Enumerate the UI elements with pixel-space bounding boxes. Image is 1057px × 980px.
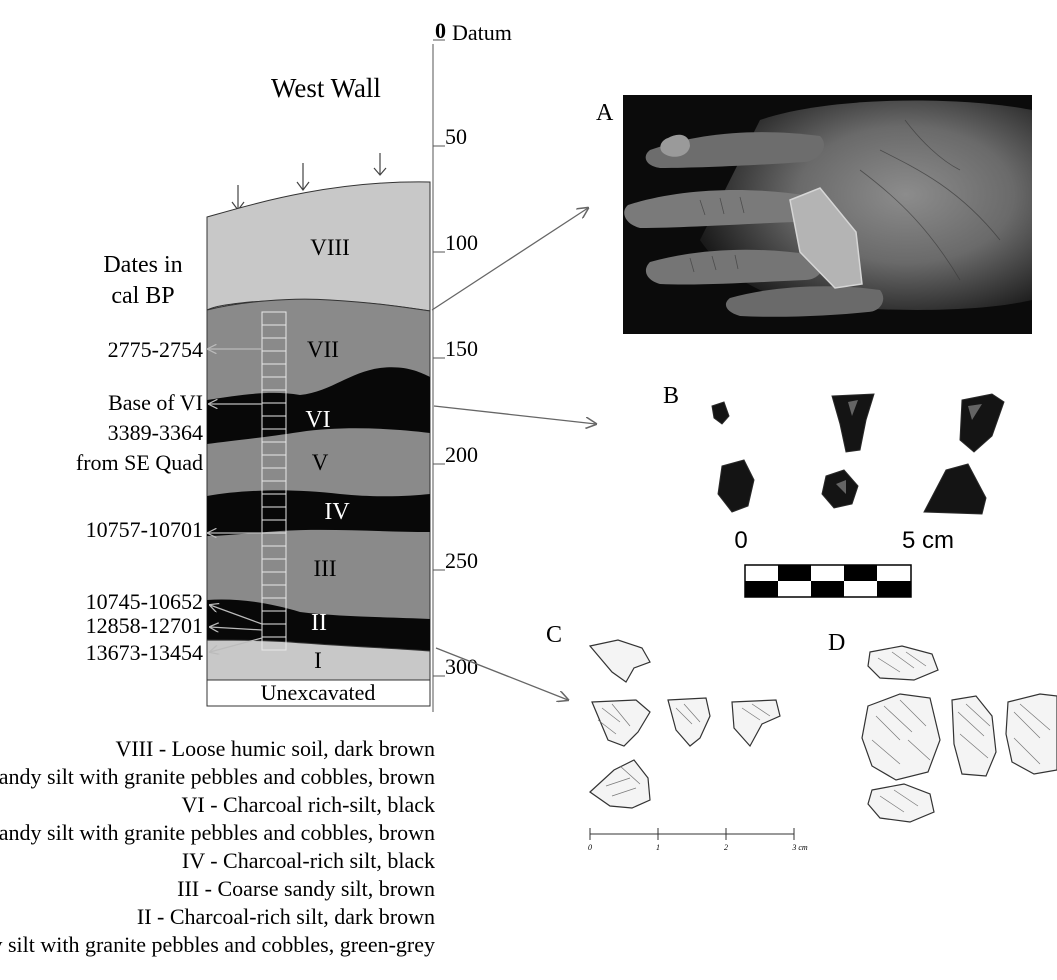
- connector-arrow-b: [433, 405, 596, 424]
- depth-tick-label: 100: [445, 230, 478, 255]
- connector-arrow-c: [435, 647, 568, 700]
- flake-drawing: [731, 699, 781, 748]
- panel-b-letter: B: [663, 383, 679, 409]
- legend-item: VIII - Loose humic soil, dark brown: [115, 736, 435, 761]
- date-pointer-arrow: [210, 637, 263, 652]
- date-label: 2775-2754: [108, 337, 203, 362]
- layer-shape-iv: [207, 490, 430, 536]
- depth-tick-label: 200: [445, 442, 478, 467]
- flake-drawings-d: [861, 645, 1057, 823]
- date-pointer-arrows: [208, 349, 263, 652]
- legend-item: III - Coarse sandy silt, brown: [177, 876, 435, 901]
- panel-c-scale-tick: 2: [724, 843, 728, 852]
- flake: [831, 393, 875, 453]
- date-label: 12858-12701: [86, 613, 203, 638]
- panel-c-scale-tick: 1: [656, 843, 660, 852]
- datum-label: Datum: [452, 20, 512, 45]
- layer-shape-vi: [207, 367, 430, 444]
- artifact-photo-in-hand: [623, 95, 1032, 334]
- date-pointer-arrow: [210, 627, 263, 630]
- obsidian-flakes: [711, 393, 1005, 515]
- legend-item: I - Sandy silt with granite pebbles and …: [0, 932, 435, 957]
- flake-drawing: [867, 783, 935, 823]
- flake: [821, 469, 859, 509]
- sample-column: [261, 311, 287, 651]
- layer-label-unexcavated: Unexcavated: [261, 680, 376, 705]
- layer-legend: VIII - Loose humic soil, dark brown VII …: [0, 736, 435, 957]
- panel-a: A: [596, 95, 1032, 334]
- flake: [717, 459, 755, 513]
- panel-c-scale: [589, 828, 795, 840]
- flake-drawing: [667, 697, 711, 747]
- layer-label-vii: VII: [307, 337, 339, 362]
- panel-d-letter: D: [828, 630, 845, 656]
- date-label: 13673-13454: [86, 640, 203, 665]
- panel-c-letter: C: [546, 622, 562, 648]
- date-label: from SE Quad: [76, 450, 203, 475]
- date-pointer-arrow: [210, 605, 263, 625]
- panel-a-letter: A: [596, 100, 614, 126]
- layer-label-viii: VIII: [310, 235, 350, 260]
- depth-tick-label: 0: [435, 18, 446, 43]
- date-label: Base of VI: [108, 390, 203, 415]
- date-label: 10757-10701: [86, 517, 203, 542]
- layer-label-iii: III: [314, 556, 337, 581]
- dates-caption-line-1: Dates in: [103, 252, 182, 278]
- legend-item: V - Sandy silt with granite pebbles and …: [0, 820, 435, 845]
- flake: [959, 393, 1005, 453]
- panel-b-scale-bar: [744, 564, 912, 598]
- layer-shape-unexcavated: [206, 679, 431, 707]
- panel-b-scale-zero: 0: [734, 527, 747, 554]
- panel-c-scale-tick: 3 cm: [791, 843, 808, 852]
- depth-tick-label: 50: [445, 124, 467, 149]
- layer-label-v: V: [312, 450, 329, 475]
- depth-tick-label: 250: [445, 548, 478, 573]
- layer-label-iv: IV: [324, 499, 350, 525]
- connector-arrows: [431, 208, 596, 700]
- surface-arrows: [231, 153, 387, 211]
- flake-drawing: [1005, 693, 1057, 775]
- flake-drawing: [591, 699, 651, 747]
- legend-item: VII - Sandy silt with granite pebbles an…: [0, 764, 435, 789]
- flake-drawing: [861, 693, 941, 781]
- flake-drawing: [951, 695, 997, 777]
- flake-drawings-c: [588, 639, 781, 809]
- panel-c-scale-tick: 0: [588, 843, 592, 852]
- panel-b-scale-five-cm: 5 cm: [902, 527, 954, 554]
- stratigraphic-section: West Wall VIII VII VI V IV III II I Unex…: [0, 18, 512, 957]
- dates-caption-line-2: cal BP: [111, 283, 174, 309]
- layer-label-ii: II: [311, 610, 327, 636]
- sample-unit: [261, 636, 287, 651]
- layer-label-vi: VI: [305, 407, 330, 433]
- flake-drawing: [588, 639, 651, 683]
- flake: [923, 463, 987, 515]
- connector-arrow-a: [431, 208, 588, 311]
- wall-title: West Wall: [271, 73, 381, 103]
- depth-tick-label: 150: [445, 336, 478, 361]
- panel-d: D: [828, 630, 1057, 823]
- flake-drawing: [589, 759, 651, 809]
- date-label: 3389-3364: [108, 420, 203, 445]
- layer-label-i: I: [314, 648, 322, 673]
- legend-item: VI - Charcoal rich-silt, black: [181, 792, 435, 817]
- flake: [711, 401, 730, 425]
- flake-drawing: [867, 645, 939, 681]
- legend-item: IV - Charcoal-rich silt, black: [182, 848, 435, 873]
- layer-shape-ii: [207, 599, 430, 651]
- legend-item: II - Charcoal-rich silt, dark brown: [137, 904, 435, 929]
- panel-c: C 0 1 2 3 cm: [546, 622, 808, 852]
- date-label: 10745-10652: [86, 589, 203, 614]
- artifact-in-palm: [789, 187, 863, 289]
- panel-b: B 0 5 cm: [663, 383, 1005, 598]
